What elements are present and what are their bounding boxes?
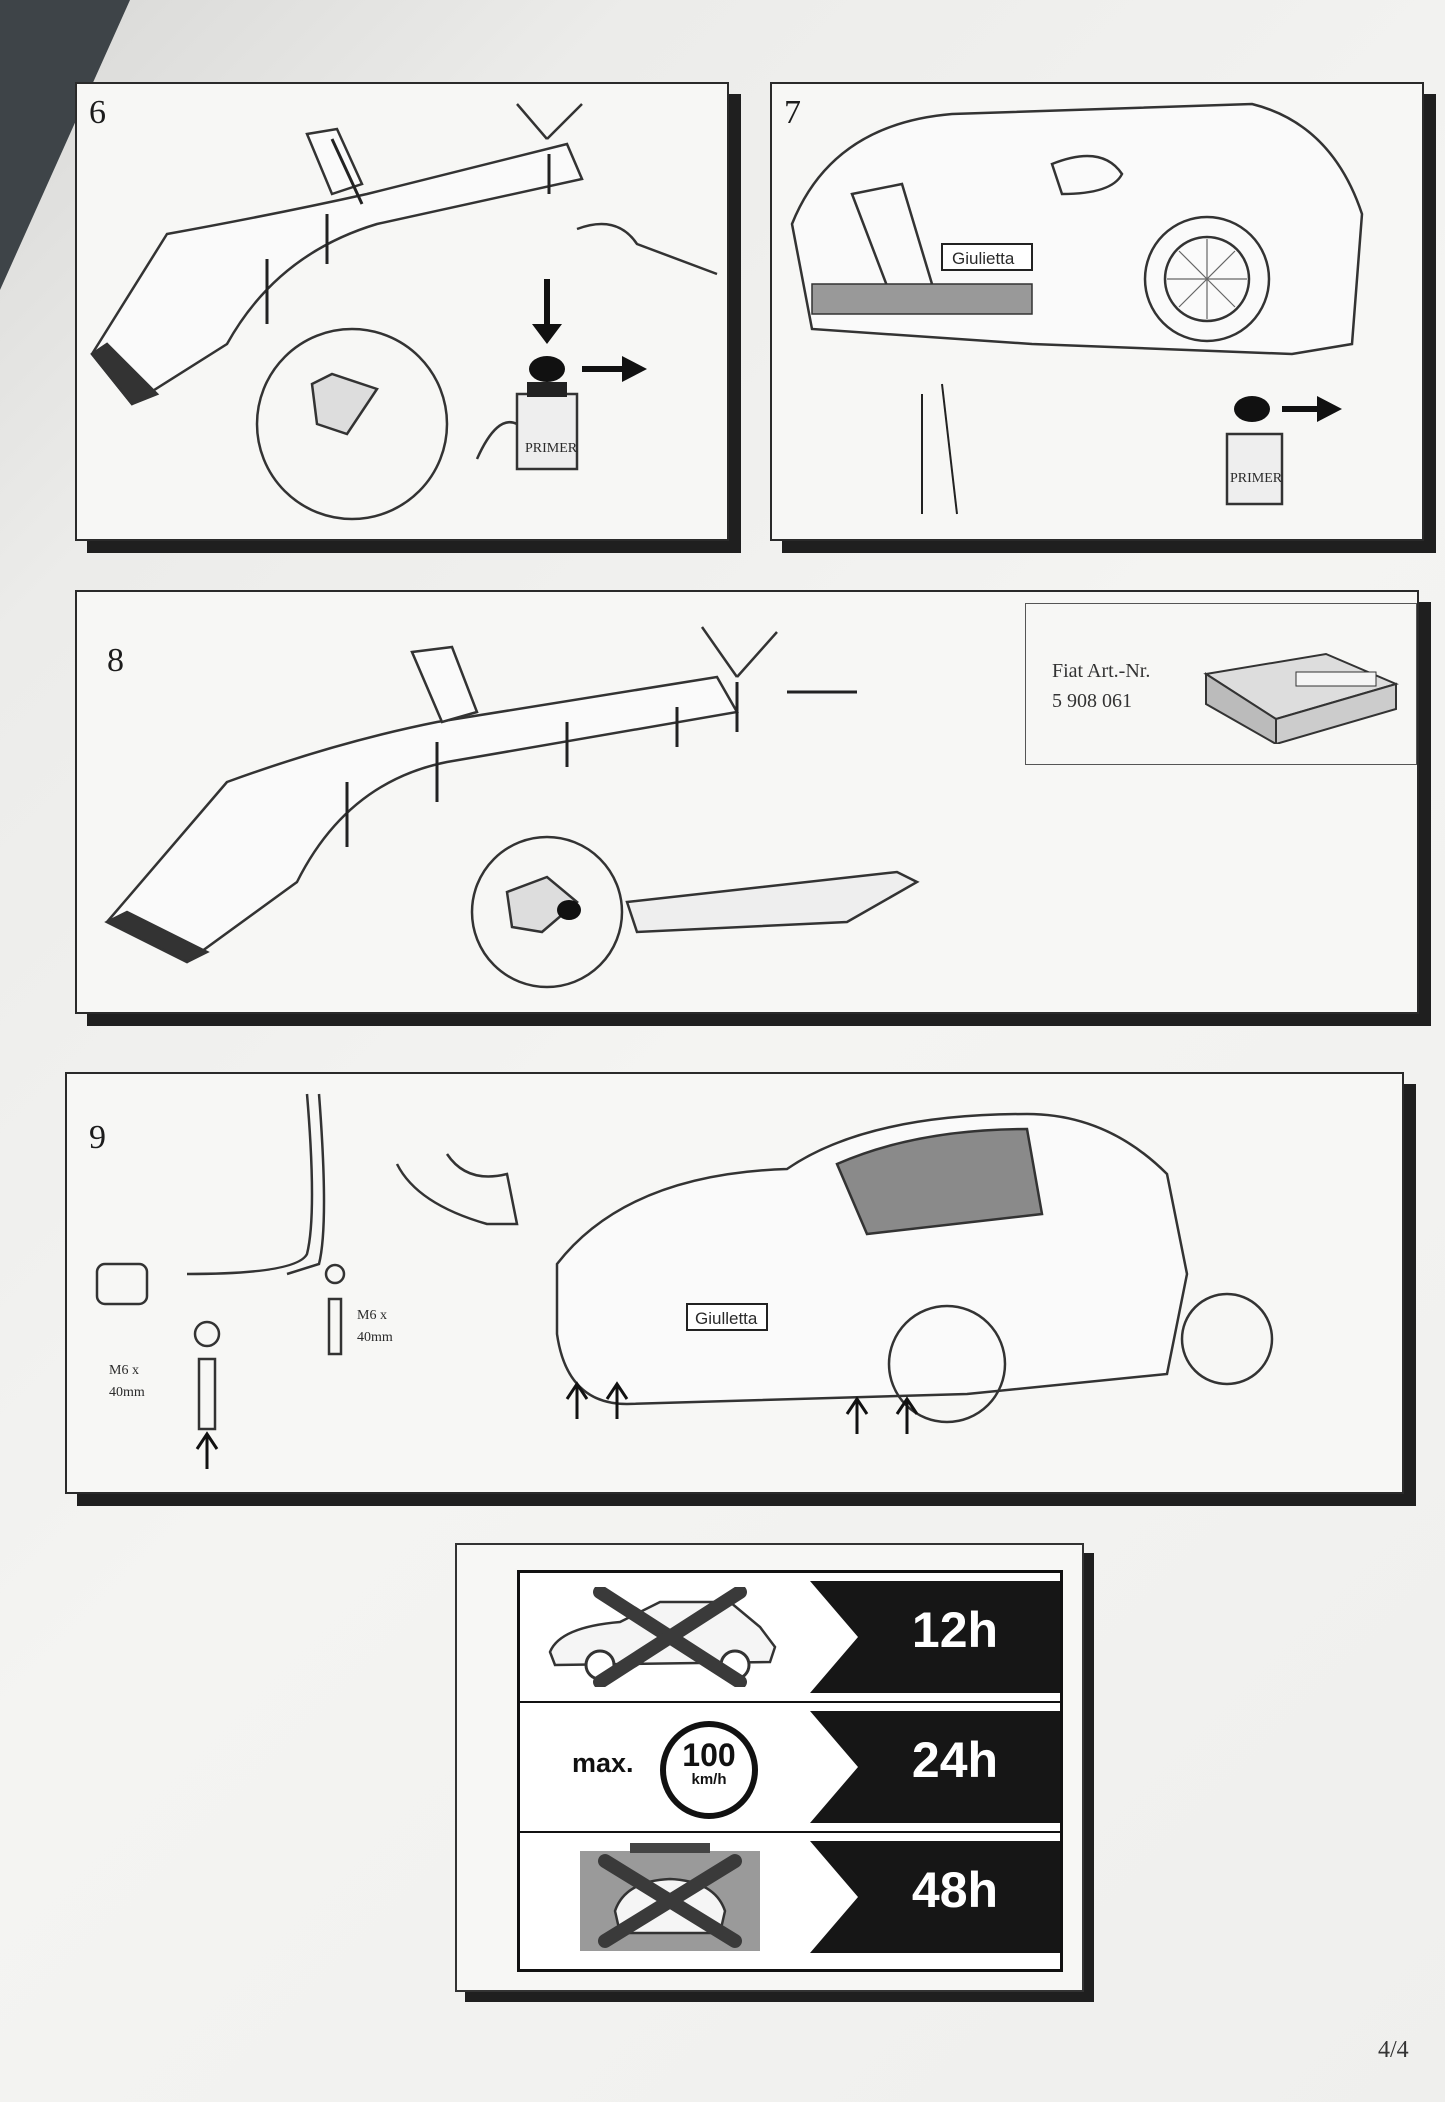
- step-6-primer-label: PRIMER: [525, 441, 578, 456]
- cure-time-panel: 12h max. 100 km/h 24h 48h: [455, 1543, 1084, 1992]
- article-number-box: Fiat Art.-Nr. 5 908 061: [1025, 603, 1417, 765]
- step-8-illustration: [104, 626, 920, 989]
- cure-row-speed-limit: max. 100 km/h 24h: [520, 1703, 1060, 1833]
- step-9-panel: 9 Giulletta M6 x 40mm M6 x 40mm: [65, 1072, 1404, 1494]
- step-9-number: 9: [89, 1119, 106, 1156]
- speed-limit-unit: km/h: [691, 1771, 727, 1788]
- speed-limit-value: 100: [682, 1737, 736, 1773]
- article-number: 5 908 061: [1052, 690, 1132, 712]
- bolt-left-line1: M6 x: [109, 1363, 139, 1378]
- step-6-number: 6: [89, 94, 106, 131]
- cure-time-table: 12h max. 100 km/h 24h 48h: [517, 1570, 1063, 1972]
- step-6-illustration: PRIMER: [90, 103, 718, 521]
- step-7-badge: Giulietta: [952, 249, 1015, 268]
- article-label: Fiat Art.-Nr.: [1052, 660, 1151, 682]
- step-7-illustration: Giulietta PRIMER: [790, 102, 1364, 515]
- cure-row-no-carwash: 48h: [520, 1833, 1060, 1961]
- speed-limit-sign: 100 km/h: [660, 1721, 758, 1819]
- step-7-primer-label: PRIMER: [1230, 471, 1283, 486]
- step-7-panel: 7 Giulietta PRIMER: [770, 82, 1424, 541]
- step-6-panel: 6 PRIMER: [75, 82, 729, 541]
- cure-row-no-driving: 12h: [520, 1573, 1060, 1703]
- cure-hours-24h: 24h: [911, 1732, 999, 1788]
- bolt-left-line2: 40mm: [109, 1385, 145, 1400]
- sealant-kit-image: [1203, 652, 1399, 744]
- no-driving-icon: [548, 1587, 777, 1687]
- step-9-illustration: Giulletta M6 x 40mm M6 x 40mm: [95, 1093, 1274, 1469]
- page-number: 4/4: [1378, 2037, 1409, 2063]
- cure-hours-48h: 48h: [911, 1862, 999, 1918]
- step-9-badge: Giulletta: [695, 1309, 758, 1328]
- step-8-panel: 8: [75, 590, 1419, 1014]
- max-label: max.: [572, 1748, 634, 1778]
- bolt-right-line1: M6 x: [357, 1308, 387, 1323]
- bolt-right-line2: 40mm: [357, 1330, 393, 1345]
- step-7-number: 7: [784, 94, 801, 131]
- cure-hours-12h: 12h: [911, 1602, 999, 1658]
- step-8-number: 8: [107, 642, 124, 679]
- no-carwash-icon: [580, 1843, 760, 1951]
